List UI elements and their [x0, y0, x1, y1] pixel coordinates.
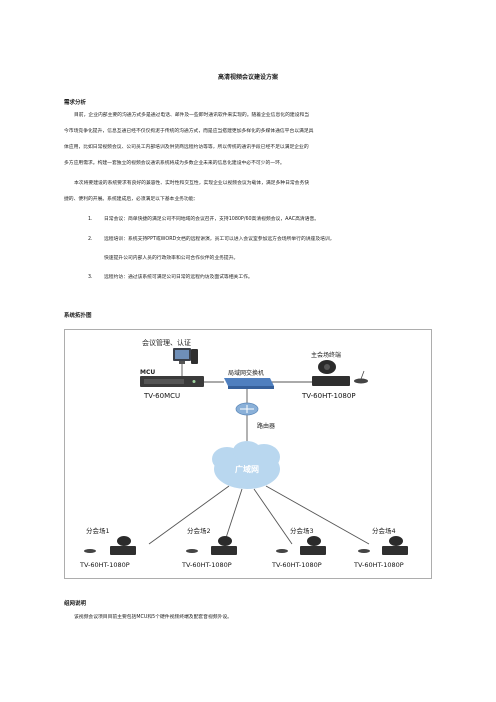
list-item: 1. 日常会议：简单快捷的满足公司不同地域的会议召开，支持1080P/60高清视… — [64, 212, 432, 228]
mcu-model: TV-60MCU — [143, 392, 180, 400]
link-wan-branch3 — [253, 488, 293, 545]
camera-icon — [307, 536, 321, 546]
text-line: 多方应用需求。构建一套独立的视频会议通讯系统将成为多数企业未来的信息化建设中必不… — [64, 161, 285, 166]
camera-icon — [218, 536, 232, 546]
camera-icon — [117, 536, 131, 546]
section-heading-requirements: 需求分析 — [64, 100, 87, 106]
paragraph-network: 该视频会议项目目前主要包括MCU和5个硬件视频终端及配套音视频外设。 — [74, 615, 232, 620]
branch-model: TV-60HT-1080P — [271, 561, 322, 569]
paragraph-requirements: 本次将要建设的系统要求有良好的兼容性、实时性和交互性，实现企业以视频会议为载体，… — [64, 176, 432, 208]
codec-terminal-icon — [382, 546, 408, 555]
link-wan-branch4 — [265, 485, 370, 545]
list-text: 远程约访：通过该系统可满足公司日常的远程约访及面试等相关工作。 — [104, 275, 253, 280]
router-label: 路由器 — [257, 422, 275, 430]
list-text: 远程培训：系统支持PPT或WORD文档的远程讲演，员工可以进入会议室参加远方会场… — [104, 232, 434, 266]
microphone-icon — [358, 549, 370, 553]
branch-label: 分会场4 — [372, 526, 396, 535]
mgmt-label: 会议管理、认证 — [142, 338, 191, 347]
wan-cloud-icon — [212, 441, 280, 489]
list-text: 日常会议：简单快捷的满足公司不同地域的会议召开，支持1080P/60高清视频会议… — [104, 217, 320, 222]
camera-icon — [318, 360, 336, 374]
branch-model: TV-60HT-1080P — [353, 561, 404, 569]
section-heading-network: 组网说明 — [64, 601, 87, 607]
text-line: 本次将要建设的系统要求有良好的兼容性、实时性和交互性，实现企业以视频会议为载体，… — [74, 181, 310, 186]
page-title: 高清视频会议建设方案 — [217, 74, 278, 81]
codec-terminal-icon — [312, 376, 350, 386]
mcu-tag: MCU — [140, 369, 155, 376]
microphone-icon — [276, 549, 288, 553]
codec-terminal-icon — [300, 546, 326, 555]
text-line: 体应用，比如日常视频会议、公司员工内部培训及供货商远程约访等等，所以传统的通讯手… — [64, 145, 309, 150]
list-number: 3. — [88, 275, 93, 280]
branch-site-2: 分会场2 TV-60HT-1080P — [181, 526, 237, 569]
connection-lines — [148, 364, 370, 545]
link-wan-branch2 — [223, 488, 243, 545]
list-item: 3. 远程约访：通过该系统可满足公司日常的远程约访及面试等相关工作。 — [64, 270, 432, 286]
computer-icon — [173, 348, 198, 364]
topology-diagram: 会议管理、认证 MCU TV-60MCU 局域网交换机 主会场终端 TV-60H… — [64, 329, 432, 579]
microphone-icon — [84, 549, 96, 553]
text-line: 远程培训：系统支持PPT或WORD文档的远程讲演，员工可以进入会议室参加远方会场… — [104, 237, 335, 242]
mcu-server-icon — [140, 376, 204, 387]
codec-terminal-icon — [110, 546, 136, 555]
switch-label: 局域网交换机 — [228, 369, 264, 377]
branch-site-1: 分会场1 TV-60HT-1080P — [79, 526, 136, 569]
branch-label: 分会场3 — [290, 526, 314, 535]
main-site-label: 主会场终端 — [311, 351, 341, 359]
wan-label: 广域网 — [235, 464, 259, 474]
main-site-model: TV-60HT-1080P — [301, 392, 356, 400]
branch-site-4: 分会场4 TV-60HT-1080P — [353, 526, 408, 569]
switch-icon — [224, 378, 274, 389]
link-wan-branch1 — [148, 485, 230, 545]
codec-terminal-icon — [211, 546, 237, 555]
text-line: 快速提升公司内部人员的行政效率和公司合作伙伴的业务提升。 — [104, 256, 239, 261]
text-line: 目前，企业内部主要的沟通方式多是通过电话、邮件及一些即时通讯软件来实现的。随着企… — [74, 113, 310, 118]
list-number: 2. — [88, 237, 93, 242]
router-icon — [235, 402, 259, 416]
branch-label: 分会场1 — [86, 526, 110, 535]
microphone-icon — [354, 370, 368, 384]
branch-model: TV-60HT-1080P — [79, 561, 130, 569]
microphone-icon — [186, 549, 198, 553]
section-heading-topology: 系统拓扑图 — [64, 313, 92, 319]
branch-site-3: 分会场3 TV-60HT-1080P — [271, 526, 326, 569]
text-line: 今市场竞争化提升，信息互通已经不仅仅拘泥于传统的沟通方式，而是应当搭建更加多样化… — [64, 129, 314, 134]
camera-icon — [389, 536, 403, 546]
branch-model: TV-60HT-1080P — [181, 561, 232, 569]
text-line: 捷的、便利的开展。系统建成后，必须满足以下基本业务功能： — [64, 197, 199, 202]
branch-label: 分会场2 — [187, 526, 211, 535]
list-number: 1. — [88, 217, 93, 222]
paragraph-intro: 目前，企业内部主要的沟通方式多是通过电话、邮件及一些即时通讯软件来实现的。随着企… — [64, 108, 432, 172]
list-item: 2. 远程培训：系统支持PPT或WORD文档的远程讲演，员工可以进入会议室参加远… — [64, 232, 432, 264]
